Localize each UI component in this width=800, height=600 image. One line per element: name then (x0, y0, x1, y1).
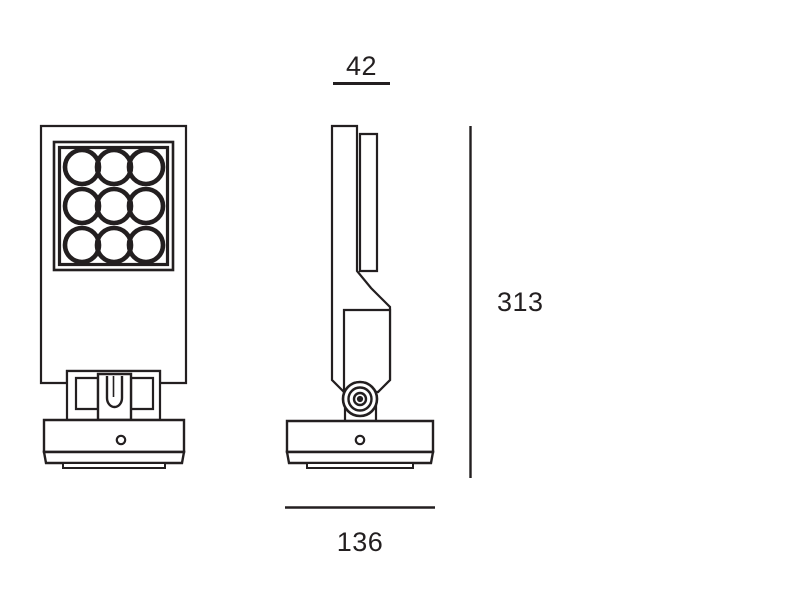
side-base-foot (306, 462, 414, 469)
dimension-depth-42: 42 (333, 51, 390, 85)
dimension-label-42: 42 (346, 51, 377, 81)
bracket-pocket-right (129, 376, 155, 411)
dimension-label-313: 313 (497, 287, 544, 317)
bracket-pocket-left (74, 376, 100, 411)
dimension-base-136: 136 (285, 506, 435, 557)
front-view-group (39, 124, 188, 469)
dimension-label-136: 136 (337, 527, 384, 557)
front-base-fixing-hole (115, 434, 127, 446)
side-base-fixing-hole (354, 434, 366, 446)
pivot-centre-dot (356, 395, 364, 403)
front-lens-frame-inner (57, 145, 170, 267)
front-base-body (42, 418, 186, 454)
led-optic (126, 147, 166, 187)
led-optic (126, 186, 166, 226)
side-view-group (285, 124, 435, 469)
side-lower-body (342, 308, 392, 394)
front-base-band (42, 450, 186, 465)
led-optic-array (62, 147, 166, 265)
side-heatsink-fin (358, 132, 379, 273)
side-base-band (285, 450, 435, 465)
front-base-foot (62, 462, 166, 469)
dimension-height-313: 313 (469, 126, 544, 478)
led-optic (126, 225, 166, 265)
bracket-yoke-slot (105, 376, 124, 409)
side-pivot-joint (341, 380, 379, 418)
